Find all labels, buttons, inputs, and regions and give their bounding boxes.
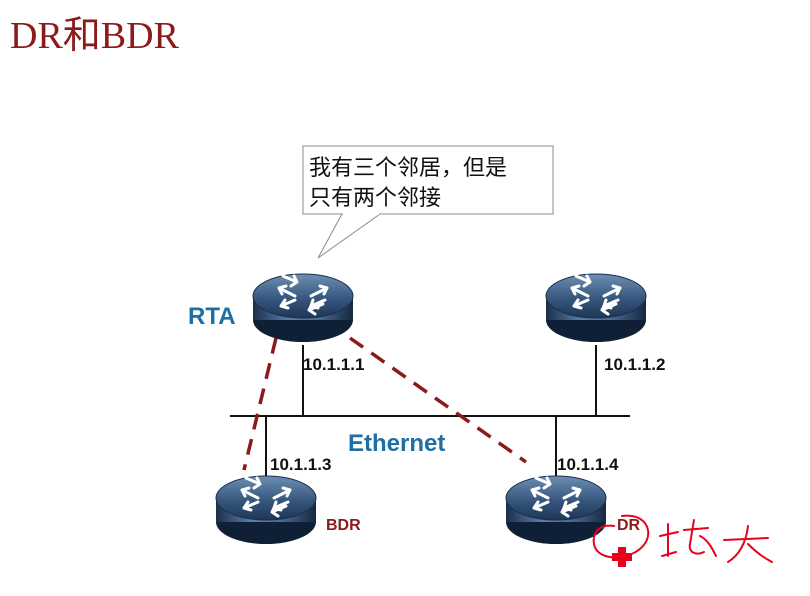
router-icon[interactable] (504, 474, 608, 546)
ip-label-rta: 10.1.1.1 (303, 355, 364, 374)
ip-label-dr: 10.1.1.4 (557, 455, 619, 474)
router-icon[interactable] (214, 474, 318, 546)
role-label-dr: DR (617, 517, 641, 534)
handwritten-annotation (592, 514, 773, 563)
callout-box (302, 145, 554, 215)
router-icon[interactable] (251, 272, 355, 344)
router-label-rta: RTA (188, 303, 236, 330)
callout-pointer (317, 213, 382, 259)
callout-line-1: 我有三个邻居，但是 (309, 156, 507, 181)
callout-line-2: 只有两个邻接 (309, 186, 441, 211)
router-icon[interactable] (544, 272, 648, 344)
role-label-bdr: BDR (326, 517, 361, 534)
red-cross-icon (612, 547, 632, 567)
adjacency-rta-bdr (242, 337, 278, 471)
ethernet-label: Ethernet (348, 430, 445, 457)
slide-title: DR和BDR (10, 15, 179, 57)
ip-label-top-right: 10.1.1.2 (604, 355, 665, 374)
ip-label-bdr: 10.1.1.3 (270, 455, 331, 474)
adjacency-rta-dr (348, 336, 528, 464)
